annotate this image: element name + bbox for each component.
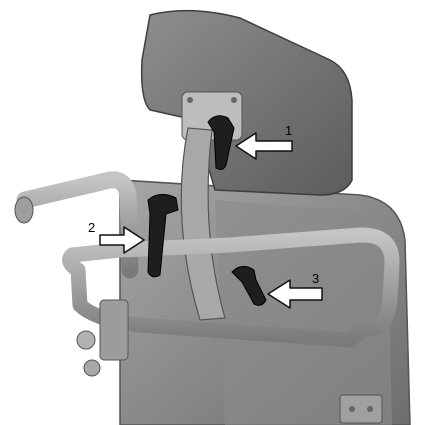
arrow-3: [267, 279, 323, 309]
push-handle-left: [16, 171, 139, 279]
seat-back-inner: [215, 200, 392, 425]
side-clamp: [99, 299, 129, 361]
lower-bracket-screw: [349, 406, 355, 412]
lever-3: [231, 266, 267, 306]
lever-1: [207, 115, 235, 170]
push-handle-grip-end: [14, 196, 34, 224]
callout-3: 3: [312, 271, 319, 286]
adjustment-bracket: [180, 127, 226, 321]
arrow-1: [235, 132, 293, 160]
clamp-knob: [76, 330, 96, 350]
arrow-2: [99, 226, 145, 254]
callout-1: 1: [285, 123, 292, 138]
lever-2: [147, 194, 179, 278]
headrest-pad: [140, 9, 353, 196]
lower-bracket-screw: [367, 406, 373, 412]
mount-screw: [187, 97, 193, 103]
mount-screw: [231, 97, 237, 103]
clamp-knob: [83, 359, 101, 377]
lower-bracket: [339, 394, 383, 424]
callout-2: 2: [88, 220, 95, 235]
